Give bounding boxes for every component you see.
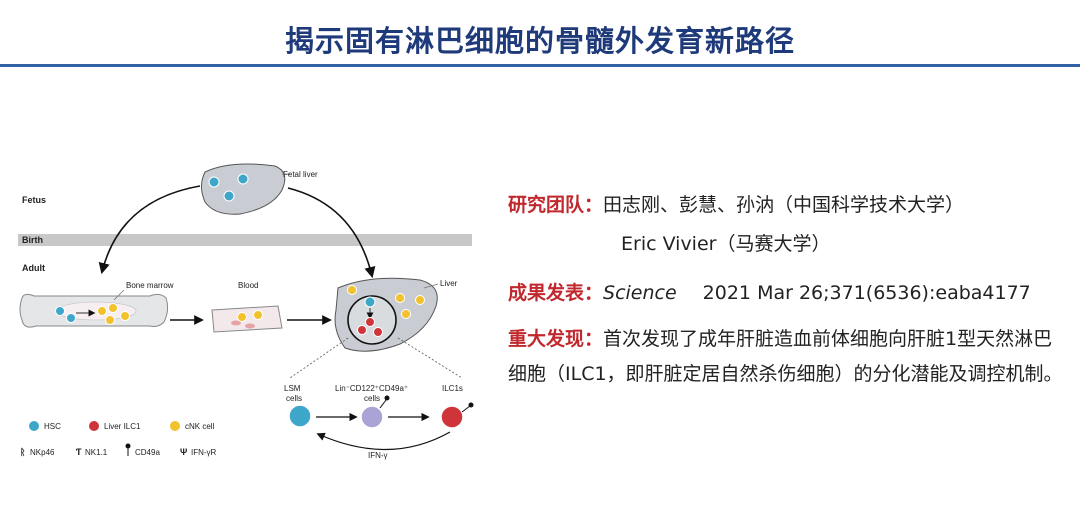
team-label: 研究团队： (508, 194, 604, 216)
ilc1-cell (440, 405, 464, 429)
lin-cd122-cd49a-cell (360, 405, 384, 429)
finding-text: 首次发现了成年肝脏造血前体细胞向肝脏1型天然淋巴细胞（ILC1，即肝脏定居自然杀… (508, 328, 1063, 385)
lsm-cell (288, 404, 312, 428)
fetal-liver (201, 163, 286, 215)
lsm-cells-label-1: LSM (284, 384, 301, 393)
team-value-2: Eric Vivier（马赛大学） (621, 233, 831, 255)
legend-nk11-label: NK1.1 (85, 448, 108, 457)
title-divider (0, 64, 1080, 67)
lin-cells-label-2: cells (364, 394, 380, 403)
ilc1s-label: ILC1s (442, 384, 463, 393)
finding-label: 重大发现： (508, 328, 604, 350)
ifngr-icon: Ψ (180, 447, 187, 457)
legend-ilc1-swatch (88, 420, 100, 432)
adult-liver (334, 277, 438, 352)
fetal-liver-label: Fetal liver (283, 170, 318, 179)
adult-label: Adult (22, 263, 45, 273)
citation: 2021 Mar 26;371(6536):eaba4177 (702, 282, 1031, 304)
legend-hsc-label: HSC (44, 422, 61, 431)
legend-ilc1-label: Liver ILC1 (104, 422, 141, 431)
team-row-2: Eric Vivier（马赛大学） (621, 229, 830, 256)
birth-band (18, 234, 472, 246)
team-value: 田志刚、彭慧、孙汭（中国科学技术大学） (603, 194, 965, 216)
fetus-label: Fetus (22, 195, 46, 205)
legend-ifngr-label: IFN-γR (191, 448, 217, 457)
legend-nkp46-label: NKp46 (30, 448, 55, 457)
bone-marrow-label: Bone marrow (126, 281, 174, 290)
legend-cnk-label: cNK cell (185, 422, 215, 431)
blood-vessel (211, 305, 283, 333)
lin-cells-label-1: Lin⁻CD122⁺CD49a⁺ (335, 384, 408, 393)
liver-label: Liver (440, 279, 458, 288)
finding-paragraph: 重大发现：首次发现了成年肝脏造血前体细胞向肝脏1型天然淋巴细胞（ILC1，即肝脏… (508, 322, 1068, 392)
legend-hsc-swatch (28, 420, 40, 432)
lsm-cells-label-2: cells (286, 394, 302, 403)
ifn-gamma-label: IFN-γ (368, 451, 388, 460)
legend-cd49a-label: CD49a (135, 448, 160, 457)
nkp46-icon: ᚱ (20, 447, 25, 457)
journal-name: Science (603, 282, 677, 304)
nk11-icon: Ƭ (76, 447, 82, 457)
publication-label: 成果发表： (508, 282, 604, 304)
publication-row: 成果发表：Science 2021 Mar 26;371(6536):eaba41… (508, 278, 1031, 305)
team-row: 研究团队：田志刚、彭慧、孙汭（中国科学技术大学） (508, 190, 964, 217)
blood-label: Blood (238, 281, 258, 290)
ilc1-development-diagram: Fetus Birth Adult Fetal liver Bone marro… (18, 163, 474, 460)
legend-cnk-swatch (169, 420, 181, 432)
legend: HSC Liver ILC1 cNK cell ᚱ NKp46 Ƭ NK1.1 … (20, 420, 217, 457)
page-title: 揭示固有淋巴细胞的骨髓外发育新路径 (284, 24, 795, 58)
bone-marrow (19, 293, 169, 328)
birth-label: Birth (22, 235, 43, 245)
